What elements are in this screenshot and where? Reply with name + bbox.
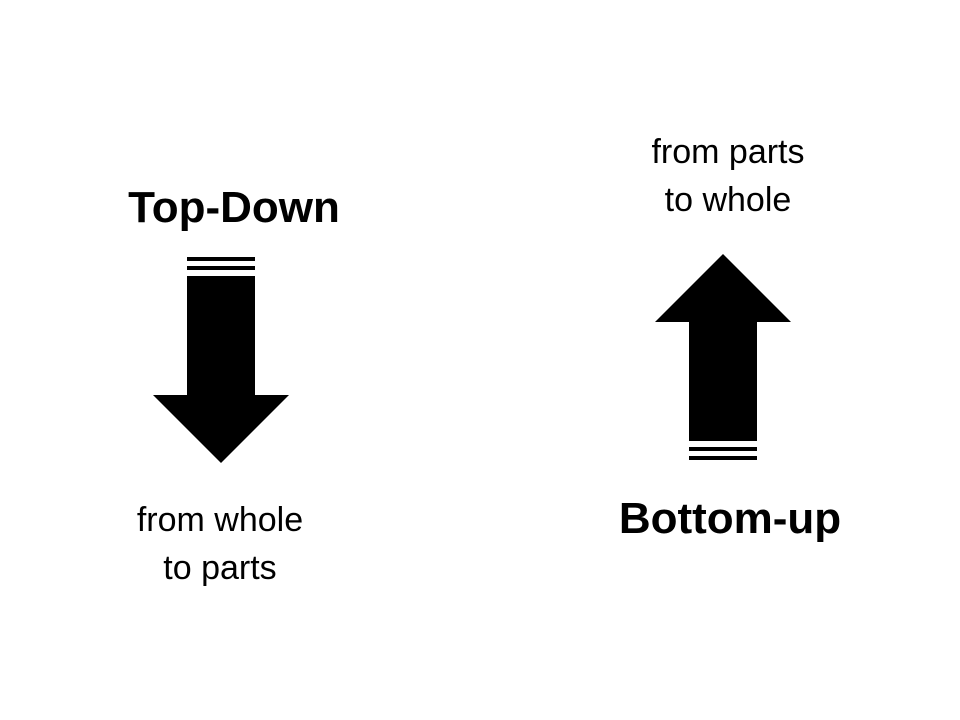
bottom-up-caption-line2: to whole <box>664 181 792 219</box>
top-down-caption-line2: to parts <box>163 549 277 587</box>
bottom-up-title: Bottom-up <box>618 494 842 543</box>
top-down-title: Top-Down <box>128 183 340 232</box>
top-down-caption: from whole to parts <box>95 496 345 592</box>
down-arrow-icon <box>153 257 289 463</box>
up-arrow-icon <box>655 254 791 460</box>
top-down-caption-line1: from whole <box>136 501 304 539</box>
bottom-up-caption: from parts to whole <box>603 128 853 224</box>
bottom-up-caption-line1: from parts <box>651 133 805 171</box>
